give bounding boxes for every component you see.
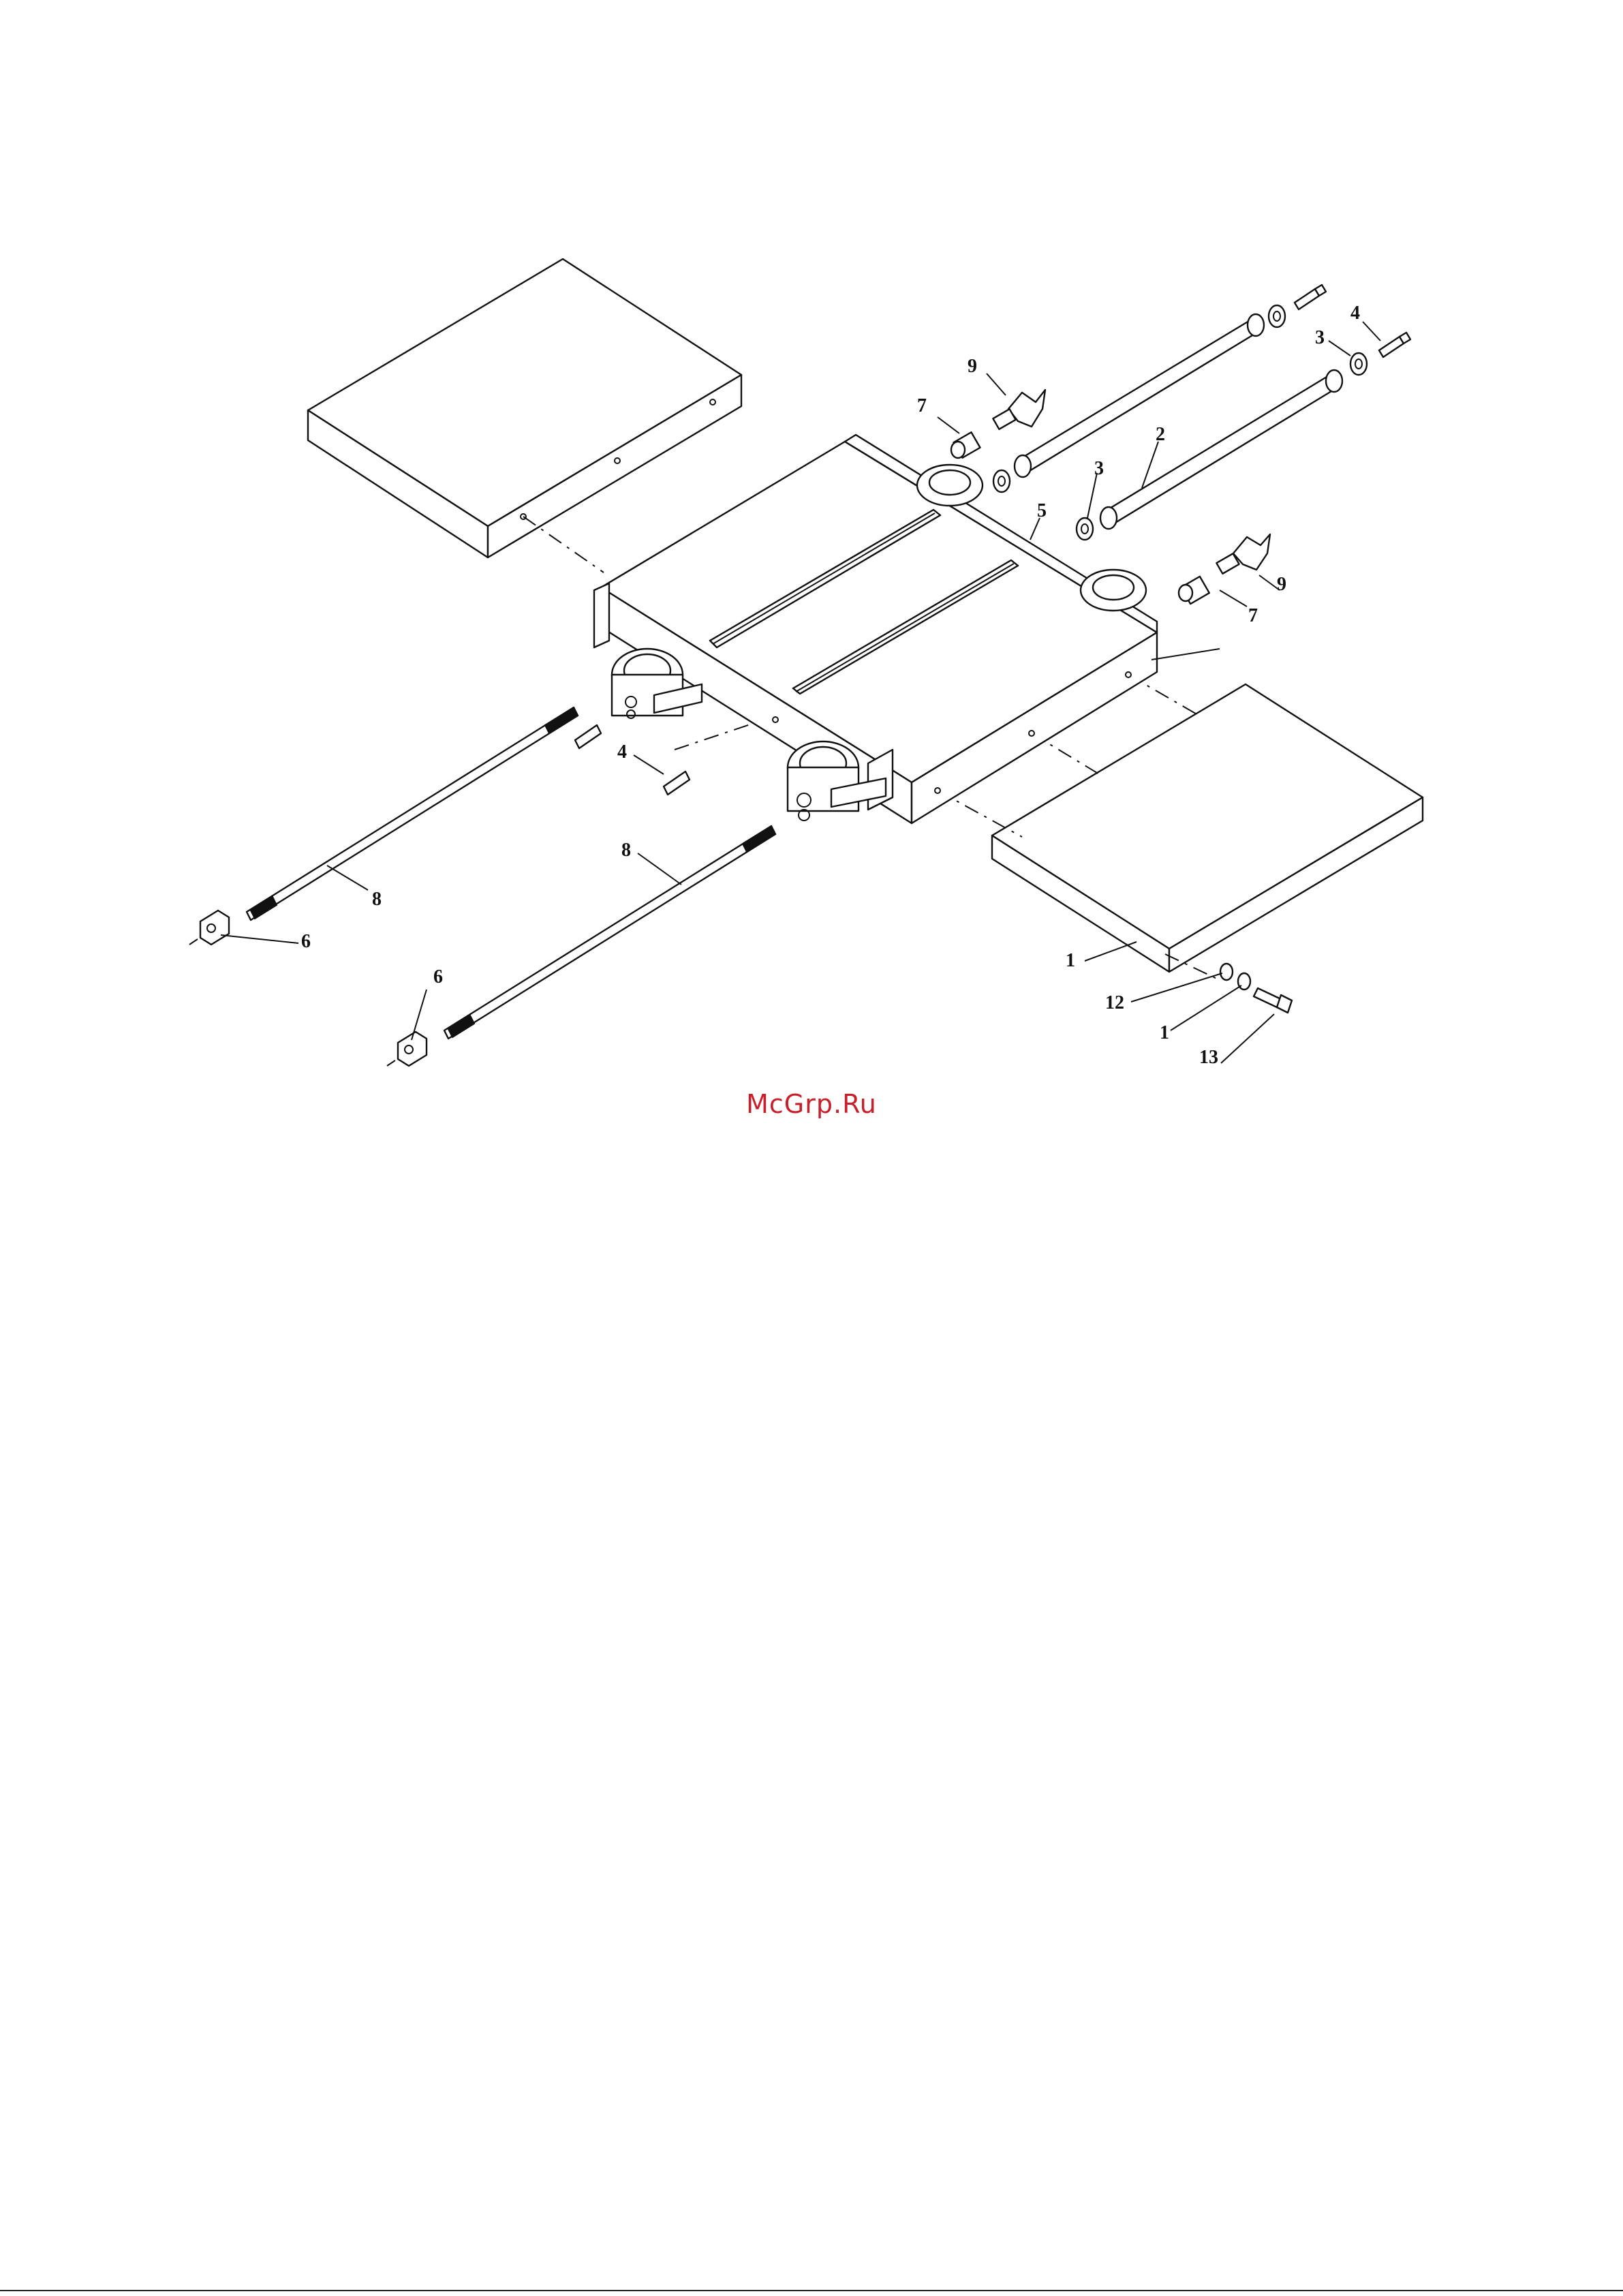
callout-1-table: 1 bbox=[1066, 950, 1075, 971]
threaded-rods bbox=[247, 707, 775, 1039]
callout-6-right: 6 bbox=[433, 966, 443, 988]
callout-4-upper: 4 bbox=[1350, 303, 1360, 324]
callout-3-lower: 3 bbox=[1094, 458, 1104, 479]
mounting-hardware bbox=[1220, 964, 1292, 1013]
callout-2: 2 bbox=[1156, 424, 1165, 445]
callout-7-lower: 7 bbox=[1248, 605, 1258, 626]
page-bottom-rule bbox=[0, 2290, 1623, 2291]
extension-table-left bbox=[308, 259, 741, 557]
main-table bbox=[594, 435, 1157, 823]
callout-4-lower: 4 bbox=[617, 741, 627, 763]
callout-6-left: 6 bbox=[301, 931, 311, 952]
callout-12: 12 bbox=[1105, 992, 1124, 1013]
callout-5: 5 bbox=[1037, 500, 1047, 521]
callout-13: 13 bbox=[1199, 1047, 1218, 1068]
watermark-text: McGrp.Ru bbox=[0, 1089, 1623, 1119]
callout-7-upper: 7 bbox=[917, 395, 927, 416]
callout-9-lower: 9 bbox=[1277, 574, 1286, 595]
callout-8-left: 8 bbox=[372, 889, 382, 910]
callout-9-upper: 9 bbox=[968, 356, 977, 377]
callout-1-hardware: 1 bbox=[1160, 1022, 1169, 1043]
callout-8-right: 8 bbox=[621, 840, 631, 861]
callout-3-upper: 3 bbox=[1315, 327, 1325, 348]
bearings bbox=[993, 305, 1367, 540]
